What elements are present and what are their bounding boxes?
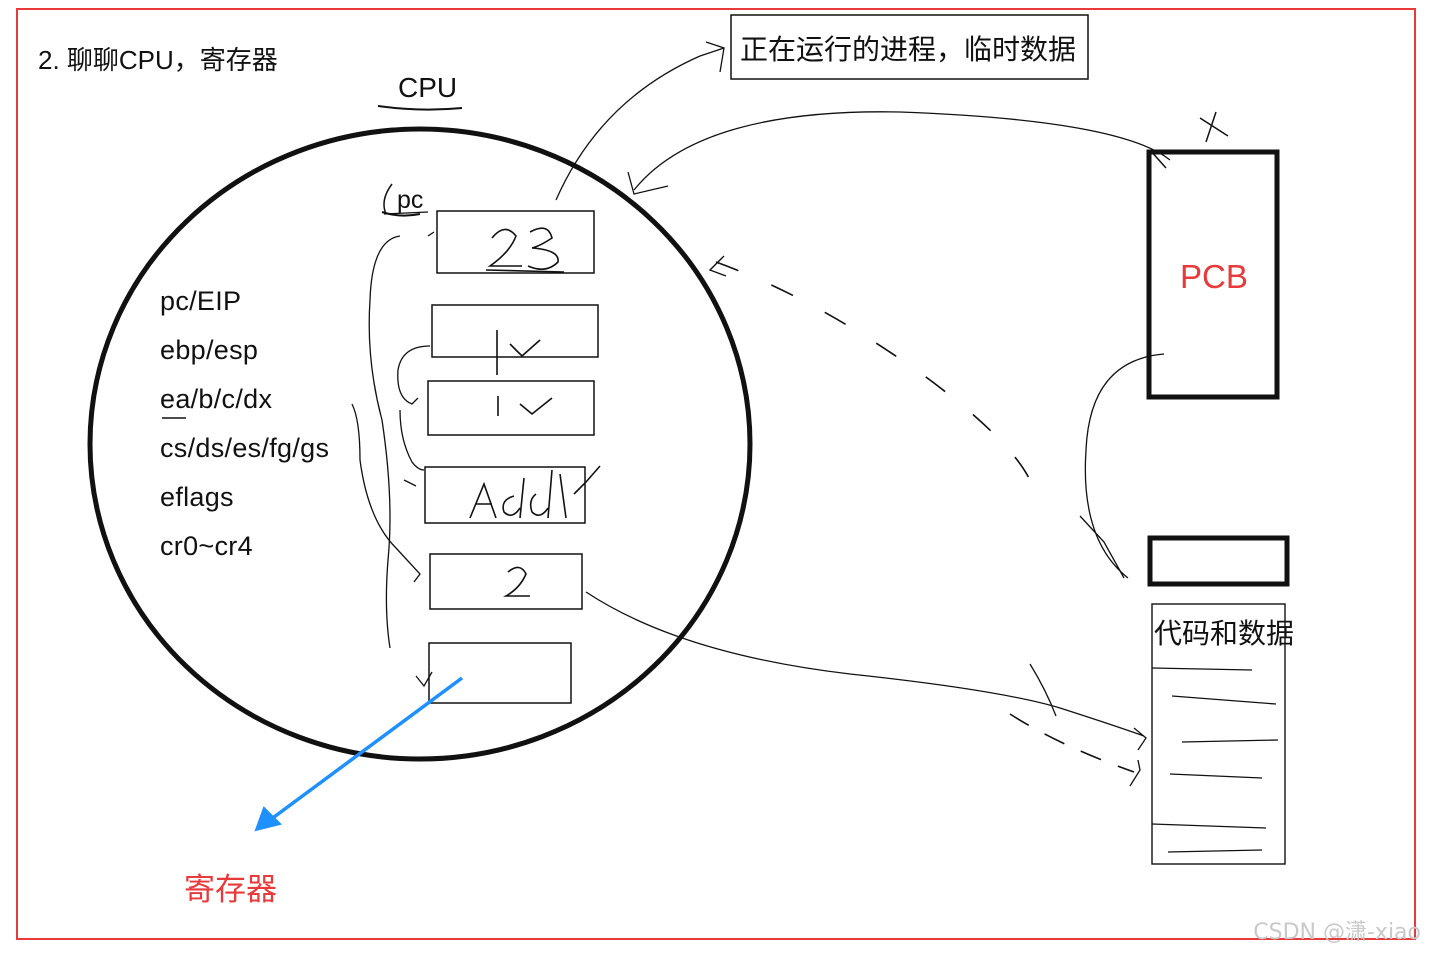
code-curve-extra	[1029, 663, 1057, 717]
code-data-label: 代码和数据	[1154, 618, 1295, 649]
curve-pcb-to-code-head	[1079, 515, 1125, 579]
register-name: ebp/esp	[160, 335, 259, 365]
note-box	[730, 14, 1089, 80]
curve-box5-to-code-head	[1133, 727, 1147, 751]
handwriting-2	[502, 566, 530, 597]
curve-pcb-to-code	[1084, 353, 1165, 579]
arrow-to-note-head	[705, 41, 725, 73]
dashed-curve	[715, 261, 1031, 481]
register-box-1	[436, 210, 595, 274]
cpu-circle	[87, 126, 753, 762]
curve-pcb-to-cpu-head	[627, 171, 669, 195]
code-data-header	[1147, 535, 1290, 587]
pcb-x-mark	[1199, 111, 1229, 143]
code-data-body	[1151, 603, 1286, 865]
cpu-label: CPU	[398, 72, 458, 103]
register-box-2	[431, 304, 599, 358]
register-name: pc/EIP	[160, 286, 242, 316]
handwriting-23	[485, 227, 565, 273]
dashed-to-code-head	[1129, 759, 1141, 787]
blue-arrow-line	[268, 676, 464, 822]
pcb-label: PCB	[1180, 258, 1248, 295]
handwriting-add	[469, 465, 601, 519]
register-box-3	[427, 380, 595, 436]
curve-box5-to-code	[585, 591, 1145, 737]
watermark: CSDN @潇-xiao	[1253, 920, 1421, 945]
handwriting-1-check-a	[496, 330, 541, 375]
register-name: cs/ds/es/fg/gs	[160, 433, 330, 463]
register-name: cr0~cr4	[160, 531, 253, 561]
blue-arrow-head	[254, 806, 282, 832]
code-data-lines	[1151, 667, 1279, 853]
dashed-curve-head	[708, 255, 727, 277]
cpu-underline	[377, 105, 463, 111]
curve-pcb-to-cpu	[633, 111, 1171, 191]
register-name: eflags	[160, 482, 234, 512]
pc-label: pc	[397, 186, 424, 214]
pcb-corner-mark	[1149, 149, 1167, 169]
dashed-to-code	[1009, 713, 1135, 773]
running-process-note: 正在运行的进程，临时数据	[740, 34, 1077, 65]
register-name: ea/b/c/dx	[160, 384, 273, 414]
diagram-frame	[16, 8, 1416, 940]
pc-bracket	[383, 183, 393, 215]
register-box-4	[424, 466, 586, 524]
pcb-box	[1146, 149, 1280, 400]
bracket-lines	[351, 211, 435, 688]
register-caption: 寄存器	[184, 872, 277, 907]
diagram-title: 2. 聊聊CPU，寄存器	[38, 45, 278, 75]
arrow-to-note	[555, 47, 725, 201]
register-box-6	[428, 642, 572, 704]
register-box-5	[429, 553, 583, 610]
handwriting-1-check-b	[497, 396, 553, 416]
